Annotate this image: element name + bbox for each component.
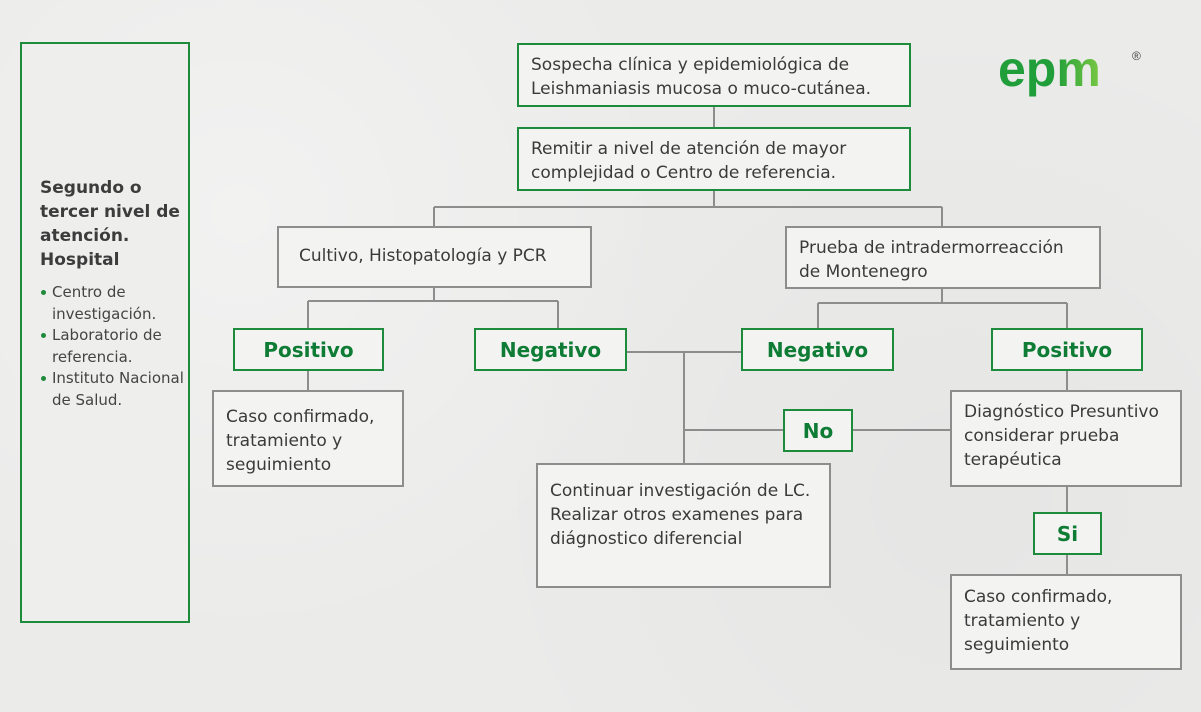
node-montenegro: Prueba de intradermorreacción de Montene… [785, 226, 1101, 289]
node-presumptive: Diagnóstico Presuntivo considerar prueba… [950, 390, 1182, 487]
sidebar-item: Laboratorio de referencia. [40, 325, 190, 368]
level-sidebar: Segundo o tercer nivel de atención. Hosp… [20, 42, 190, 623]
epm-logo: epm ® [998, 46, 1141, 97]
sidebar-list: Centro de investigación. Laboratorio de … [40, 282, 190, 411]
sidebar-item: Instituto Nacional de Salud. [40, 368, 190, 411]
svg-text:®: ® [1132, 49, 1141, 63]
label-si: Si [1033, 512, 1102, 555]
svg-text:epm: epm [998, 46, 1101, 97]
node-continue-investigation: Continuar investigación de LC. Realizar … [536, 463, 831, 588]
node-culture: Cultivo, Histopatología y PCR [277, 226, 592, 288]
label-negative-left: Negativo [474, 328, 627, 371]
node-confirmed-left: Caso confirmado, tratamiento y seguimien… [212, 390, 404, 487]
node-suspicion: Sospecha clínica y epidemiológica de Lei… [517, 43, 911, 107]
node-refer: Remitir a nivel de atención de mayor com… [517, 127, 911, 191]
sidebar-title: Segundo o tercer nivel de atención. Hosp… [40, 178, 180, 270]
label-positive-right: Positivo [991, 328, 1143, 371]
node-confirmed-right: Caso confirmado, tratamiento y seguimien… [950, 574, 1182, 670]
label-positive-left: Positivo [233, 328, 384, 371]
sidebar-item: Centro de investigación. [40, 282, 190, 325]
label-negative-right: Negativo [741, 328, 894, 371]
label-no: No [783, 409, 853, 452]
